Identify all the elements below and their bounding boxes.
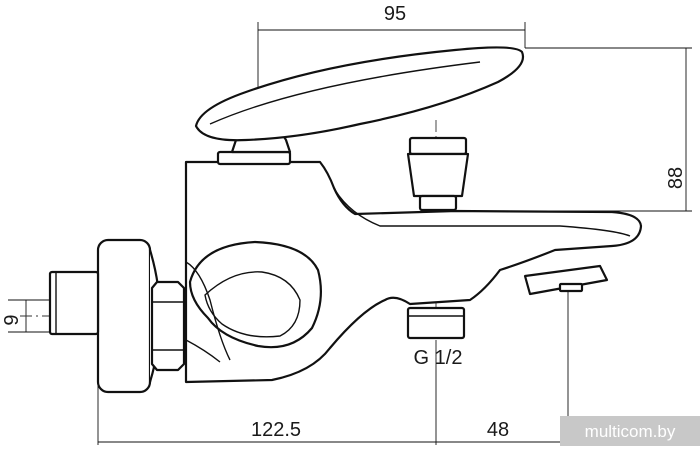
- mixer-body: [184, 160, 643, 384]
- inlet-pipe: [48, 270, 100, 336]
- watermark-text: multicom.by: [585, 422, 676, 441]
- dim-outlet-thread: G 1/2: [414, 347, 463, 369]
- aerator: [523, 264, 609, 296]
- hex-nut: [150, 280, 186, 372]
- lever-handle: [194, 46, 525, 166]
- watermark-background: [560, 416, 700, 446]
- dim-top-width: 95: [384, 3, 406, 25]
- dim-right-height: 88: [665, 167, 687, 189]
- dim-bottom-right: 48: [487, 419, 509, 441]
- wall-flange: [96, 238, 162, 394]
- diverter-knob: [406, 136, 470, 212]
- outlet-fitting: [406, 306, 466, 340]
- dim-left-pipe: 9: [1, 314, 23, 325]
- dim-bottom-left: 122.5: [251, 419, 301, 441]
